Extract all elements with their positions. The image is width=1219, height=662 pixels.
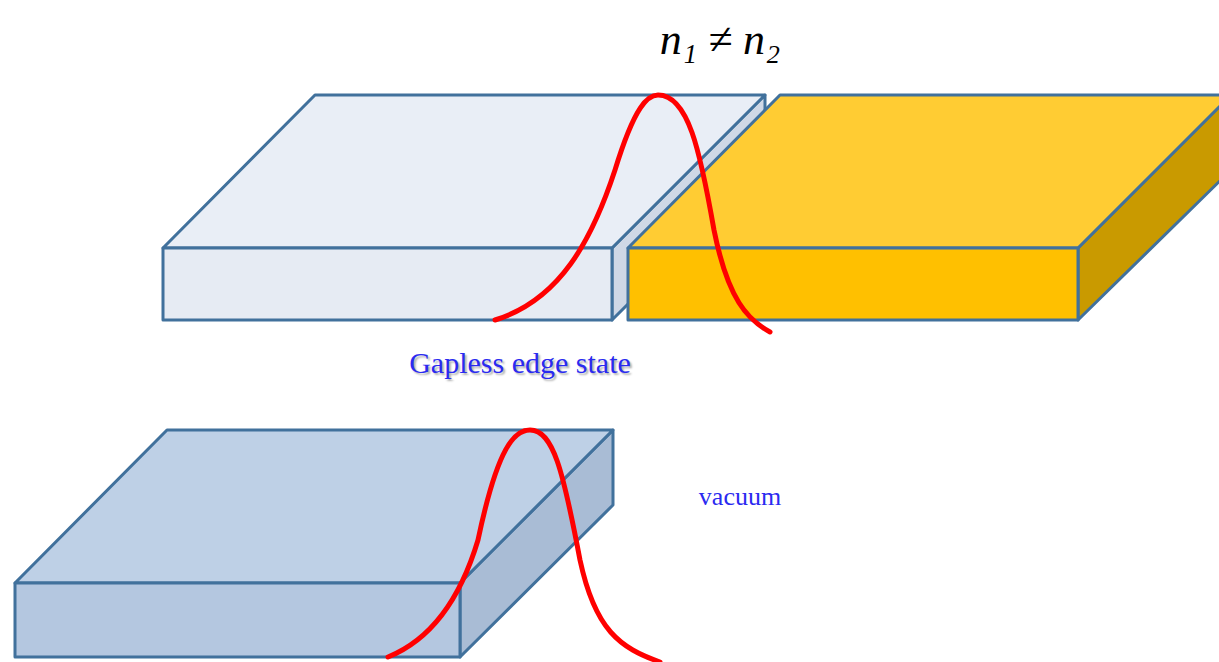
slab-top	[628, 95, 1219, 248]
slab-front	[628, 248, 1078, 320]
edge-state-label: Gapless edge state	[409, 346, 631, 379]
edge-state-curve	[495, 95, 770, 332]
refractive-index-label: n₁ ≠ n₂	[660, 16, 781, 64]
slab-top	[15, 430, 613, 583]
slab-front	[15, 583, 460, 657]
edge-state-curve	[388, 430, 660, 662]
slab-front	[163, 248, 612, 320]
region-label: vacuum	[699, 483, 781, 512]
